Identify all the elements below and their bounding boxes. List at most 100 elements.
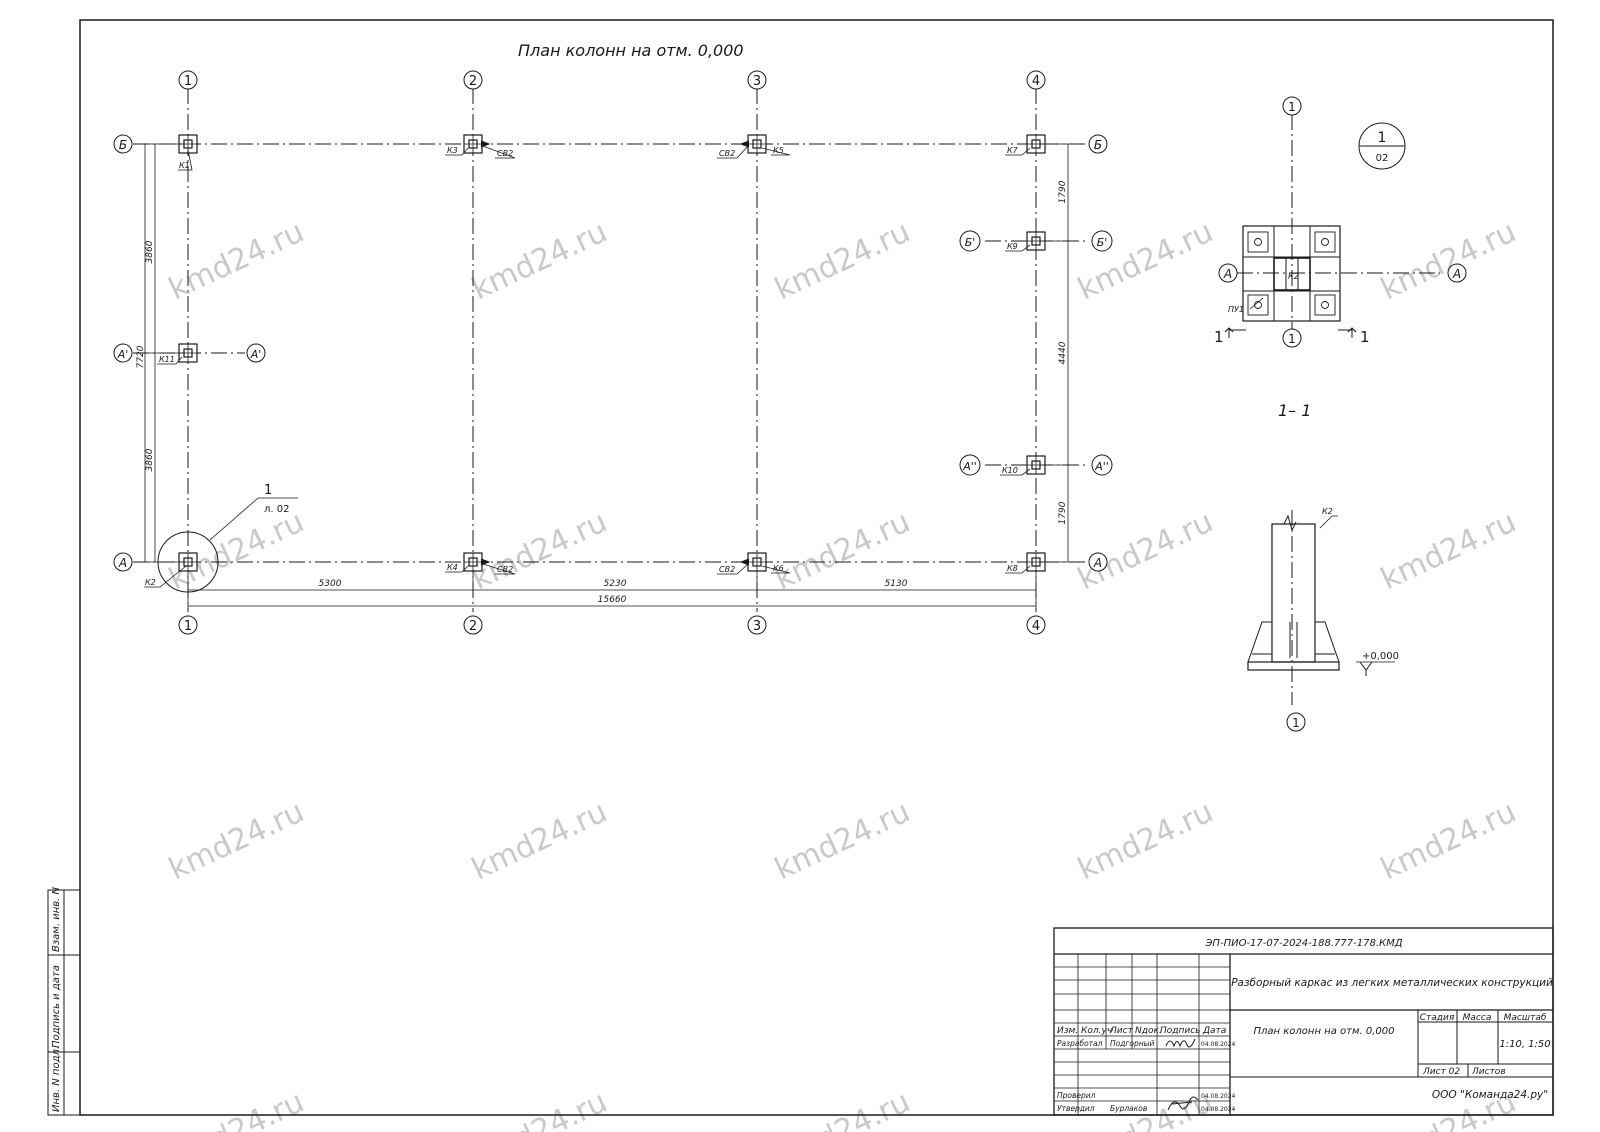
signature-mark (1167, 1096, 1199, 1111)
role-checked: Проверил (1057, 1091, 1096, 1100)
side-stamp-label: Подпись и дата (51, 965, 62, 1048)
object-name: Разборный каркас из легких металлических… (1231, 977, 1553, 989)
watermark-text: kmd24.ru (770, 214, 916, 307)
watermark-text: kmd24.ru (1073, 214, 1219, 307)
svg-text:1: 1 (184, 74, 192, 89)
axis-bubble-a-right: А (1088, 552, 1108, 572)
dim-span-2: 5230 (604, 579, 627, 589)
dimension-lines (140, 143, 1072, 610)
node-detail: 1 1 А А 1 02 К2 ПУ1 1 1 (1214, 96, 1467, 348)
brace-symbol (739, 140, 750, 148)
role-approved: Утвердил (1057, 1104, 1095, 1113)
svg-text:2: 2 (469, 74, 477, 89)
brace-label: СВ2 (719, 149, 735, 158)
callout-sheet: л. 02 (264, 504, 289, 515)
dim-right-3: 1790 (1058, 501, 1068, 524)
node-plate-label: ПУ1 (1228, 305, 1244, 314)
section-axis-bubble: 1 (1292, 716, 1300, 730)
plan-title: План колонн на отм. 0,000 (518, 41, 744, 60)
axis-bubble-a2-right: А'' (1091, 454, 1113, 476)
column-labels: К1 К2 К3 К4 К5 К6 К7 К8 К9 К10 К11 СВ2 С… (145, 146, 1019, 587)
date-approved: 04.08.2024 (1201, 1106, 1236, 1113)
axis-bubble-a1-right: А' (246, 343, 266, 363)
axis-bubble-b1-left: Б' (959, 230, 981, 252)
document-code: ЭП-ПИО-17-07-2024-188.777-178.КМД (1204, 938, 1402, 949)
bolt (1321, 301, 1329, 309)
column-label-k6: К6 (773, 564, 784, 573)
title-block: ЭП-ПИО-17-07-2024-188.777-178.КМД Разбор… (1053, 927, 1554, 1116)
svg-text:А': А' (250, 348, 262, 361)
dimension-texts: 5300 5230 5130 15660 3860 3860 7720 1790… (136, 180, 1068, 605)
header-date: Дата (1202, 1026, 1226, 1036)
dim-span-3: 5130 (885, 579, 908, 589)
watermark-text: kmd24.ru (467, 214, 613, 307)
watermark-text: kmd24.ru (1073, 794, 1219, 887)
name-developed: Подгорный (1110, 1039, 1155, 1048)
svg-text:Б: Б (1094, 138, 1102, 152)
sheet-title: План колонн на отм. 0,000 (1254, 1026, 1395, 1037)
axis-bubble-a-left: А (113, 552, 133, 572)
bolt-washer (1247, 294, 1269, 316)
svg-text:А'': А'' (962, 460, 977, 473)
sheet-frame (79, 19, 1554, 1116)
side-stamp-label: Инв. N подл. (51, 1046, 62, 1112)
node-bolts (1247, 231, 1336, 316)
column-label-k9: К9 (1007, 242, 1018, 251)
column-symbol (747, 552, 767, 572)
column-label-k4: К4 (447, 563, 458, 572)
brace-label: СВ2 (497, 565, 513, 574)
column-symbol (463, 552, 483, 572)
svg-text:А: А (118, 556, 127, 570)
bolt-washer (1314, 294, 1336, 316)
column-symbol (1026, 455, 1046, 475)
brace-symbol (480, 140, 491, 148)
sheets-count-label: Листов (1471, 1067, 1506, 1077)
watermark-text: kmd24.ru (164, 214, 310, 307)
detail-marker-number: 1 (1378, 130, 1387, 146)
axis-bubble-bottom-2: 2 (463, 615, 483, 635)
svg-text:А: А (1093, 556, 1102, 570)
axis-bubble-bottom-1: 1 (178, 615, 198, 635)
column-label-k5: К5 (773, 146, 784, 155)
svg-text:А'': А'' (1094, 460, 1109, 473)
watermark-text: kmd24.ru (1376, 504, 1522, 597)
date-developed: 04.08.2024 (1201, 1041, 1236, 1048)
axis-bubble-top-2: 2 (463, 70, 483, 90)
svg-text:Б': Б' (965, 236, 976, 249)
watermark-text: kmd24.ru (164, 794, 310, 887)
column-label-k3: К3 (447, 146, 458, 155)
node-axis-right: А (1452, 267, 1461, 281)
name-approved: Бурлаков (1110, 1104, 1147, 1113)
watermark-text: kmd24.ru (467, 794, 613, 887)
svg-text:3: 3 (753, 74, 761, 89)
watermark-text: kmd24.ru (1073, 504, 1219, 597)
scale-label: Масштаб (1504, 1013, 1547, 1023)
svg-text:2: 2 (469, 619, 477, 634)
axis-bubble-b-left: Б (113, 134, 133, 154)
svg-text:4: 4 (1032, 74, 1040, 89)
axis-bubble-bottom-4: 4 (1026, 615, 1046, 635)
bolt (1254, 238, 1262, 246)
svg-text:А': А' (117, 348, 129, 361)
svg-text:1: 1 (184, 619, 192, 634)
axis-bubble-a1-left: А' (113, 343, 133, 363)
axis-bubble-b1-right: Б' (1091, 230, 1113, 252)
watermark-text: kmd24.ru (467, 504, 613, 597)
column-label-k11: К11 (159, 355, 175, 364)
dim-right-2: 4440 (1058, 341, 1068, 364)
watermark-layer: kmd24.ru kmd24.ru kmd24.ru kmd24.ru kmd24.ru… (164, 214, 1522, 1132)
role-developed: Разработал (1057, 1039, 1103, 1048)
header-kol-uch: Кол.уч (1081, 1026, 1112, 1036)
column-layer (178, 134, 1046, 572)
sheet-number-label: Лист 02 (1422, 1067, 1460, 1077)
mass-label: Масса (1463, 1013, 1492, 1023)
column-symbol (1026, 231, 1046, 251)
watermark-text: kmd24.ru (1376, 214, 1522, 307)
node-axis-left: А (1223, 267, 1232, 281)
dim-span-1: 5300 (319, 579, 342, 589)
column-label-k7: К7 (1007, 146, 1019, 155)
dim-left-1: 3860 (145, 240, 155, 263)
date-checked: 04.08.2024 (1201, 1093, 1236, 1100)
bolt (1321, 238, 1329, 246)
company-name: ООО "Команда24.ру" (1432, 1089, 1548, 1101)
